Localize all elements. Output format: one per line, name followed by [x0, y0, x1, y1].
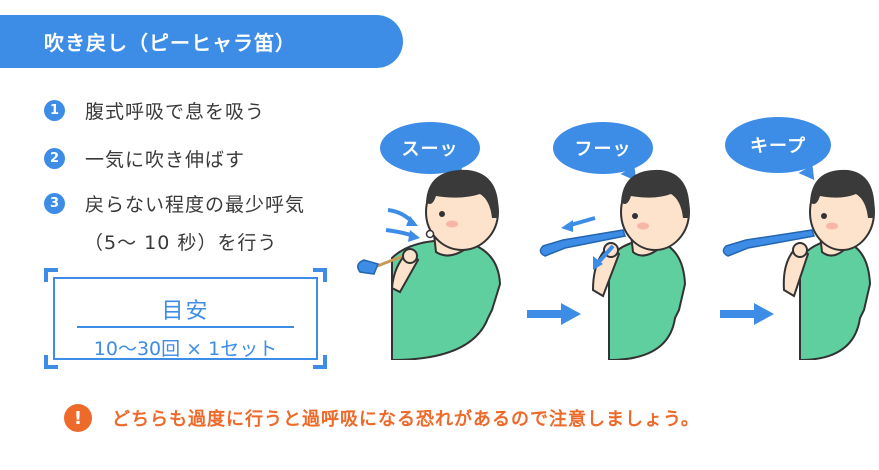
target-box: 目安 10〜30回 × 1セット: [44, 268, 327, 369]
person-blow-illustration: [539, 169, 690, 360]
warning-icon: !: [64, 404, 92, 432]
step-text: 腹式呼吸で息を吸う: [85, 101, 266, 123]
warning-note: ! どちらも過度に行うと過呼吸になる恐れがあるので注意しましょう。: [64, 404, 700, 432]
person-inhale-illustration: [357, 169, 502, 360]
target-label: 目安: [161, 299, 210, 324]
bubble-text: スーッ: [401, 139, 459, 160]
warning-text: どちらも過度に行うと過呼吸になる恐れがあるので注意しましょう。: [112, 409, 700, 430]
person-keep-illustration: [722, 169, 875, 360]
step-number: 3: [44, 193, 65, 214]
bubble-text: フーッ: [574, 139, 632, 160]
page-title: 吹き戻し（ピーヒャラ笛）: [44, 31, 296, 55]
target-divider: [77, 326, 294, 328]
target-frame: 目安 10〜30回 × 1セット: [53, 277, 318, 360]
arrow-right-icon: [720, 303, 774, 325]
step-3-detail: （5～ 10 秒）を行う: [84, 232, 278, 254]
step-1: 1 腹式呼吸で息を吸う: [44, 97, 265, 124]
step-number: 2: [44, 148, 65, 169]
step-number: 1: [44, 100, 65, 121]
speech-bubble-keep: キープ: [725, 117, 831, 173]
step-text: 戻らない程度の最少呼気: [85, 194, 306, 216]
title-banner: 吹き戻し（ピーヒャラ笛）: [0, 15, 403, 68]
bubble-text: キープ: [750, 136, 806, 157]
step-text: 一気に吹き伸ばす: [85, 149, 246, 171]
corner-mark: [44, 268, 58, 282]
corner-mark: [44, 355, 58, 369]
corner-mark: [313, 268, 327, 282]
speech-bubble-inhale: スーッ: [380, 122, 480, 174]
step-3: 3 戻らない程度の最少呼気: [44, 190, 305, 217]
arrow-right-icon: [527, 303, 581, 325]
corner-mark: [313, 355, 327, 369]
step-2: 2 一気に吹き伸ばす: [44, 145, 245, 172]
speech-bubble-blow: フーッ: [553, 122, 653, 174]
target-value: 10〜30回 × 1セット: [93, 338, 278, 360]
